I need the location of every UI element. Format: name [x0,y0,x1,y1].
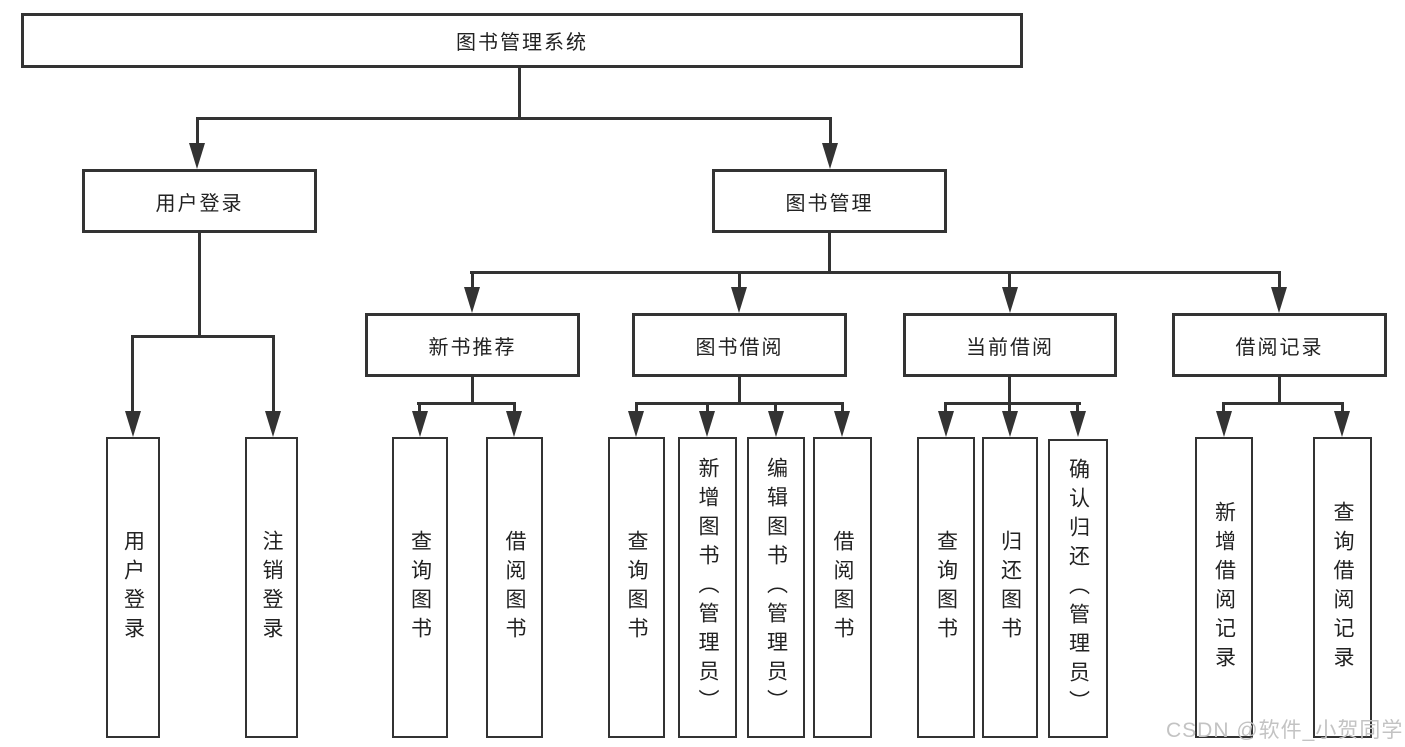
connector-current-stem [1008,377,1011,405]
leaf-borrow-book: 借阅图书 [486,437,543,738]
arrow-down-icon [1334,411,1350,437]
arrow-down-icon [412,411,428,437]
arrow-down-icon [1070,411,1086,437]
connector-leaf-drop [774,402,777,413]
node-borrow-records: 借阅记录 [1172,313,1387,377]
arrow-down-icon [1271,287,1287,313]
leaf-logout: 注销登录 [245,437,298,738]
connector-leaf-drop [513,402,516,413]
node-new-book-rec: 新书推荐 [365,313,580,377]
connector-leaf-drop [1076,402,1079,413]
arrow-down-icon [1216,411,1232,437]
connector-records-drop [1278,271,1281,289]
arrow-down-icon [125,411,141,437]
connector-user-login-bus [131,335,275,338]
leaf-add-borrow-record: 新增借阅记录 [1195,437,1253,738]
leaf-query-book: 查询图书 [917,437,975,738]
connector-book-mgmt-drop [829,117,832,145]
node-current-borrow: 当前借阅 [903,313,1117,377]
arrow-down-icon [464,287,480,313]
leaf-query-book: 查询图书 [608,437,665,738]
arrow-down-icon [265,411,281,437]
connector-leaf-drop [706,402,709,413]
csdn-watermark: CSDN @软件_小贺同学 [1166,719,1404,742]
arrow-down-icon [768,411,784,437]
leaf-borrow-book: 借阅图书 [813,437,872,738]
connector-level3-bus [470,271,1281,274]
connector-current-drop [1008,271,1011,289]
connector-borrow-bus [635,402,844,405]
arrow-down-icon [699,411,715,437]
leaf-confirm-return-admin: 确认归还（管理员） [1048,439,1108,738]
arrow-down-icon [506,411,522,437]
leaf-return-book: 归还图书 [982,437,1038,738]
connector-borrow-drop [738,271,741,289]
connector-new-rec-stem [471,377,474,405]
connector-current-bus [944,402,1081,405]
connector-root-stem [518,68,521,118]
arrow-down-icon [189,143,205,169]
connector-new-rec-drop [471,271,474,289]
leaf-query-borrow-record: 查询借阅记录 [1313,437,1372,738]
arrow-down-icon [1002,411,1018,437]
arrow-down-icon [834,411,850,437]
connector-leaf-drop [418,402,421,413]
arrow-down-icon [731,287,747,313]
leaf-add-book-admin: 新增图书（管理员） [678,437,737,738]
connector-borrow-stem [738,377,741,405]
connector-user-login-drop [196,117,199,145]
connector-leaf-drop [1008,402,1011,413]
connector-leaf-drop [635,402,638,413]
connector-leaf-drop [841,402,844,413]
node-user-login: 用户登录 [82,169,317,233]
arrow-down-icon [1002,287,1018,313]
connector-level2-bus [196,117,832,120]
connector-leaf-drop [272,335,275,413]
connector-leaf-drop [1222,402,1225,413]
node-book-mgmt: 图书管理 [712,169,947,233]
leaf-user-login: 用户登录 [106,437,160,738]
arrow-down-icon [822,143,838,169]
leaf-edit-book-admin: 编辑图书（管理员） [747,437,805,738]
connector-leaf-drop [944,402,947,413]
connector-leaf-drop [1341,402,1344,413]
arrow-down-icon [628,411,644,437]
arrow-down-icon [938,411,954,437]
connector-book-mgmt-stem [828,233,831,274]
connector-records-bus [1222,402,1344,405]
node-root: 图书管理系统 [21,13,1023,68]
connector-leaf-drop [131,335,134,413]
connector-user-login-stem [198,233,201,338]
connector-records-stem [1278,377,1281,405]
node-book-borrow: 图书借阅 [632,313,847,377]
leaf-query-book: 查询图书 [392,437,448,738]
connector-new-rec-bus [417,402,516,405]
